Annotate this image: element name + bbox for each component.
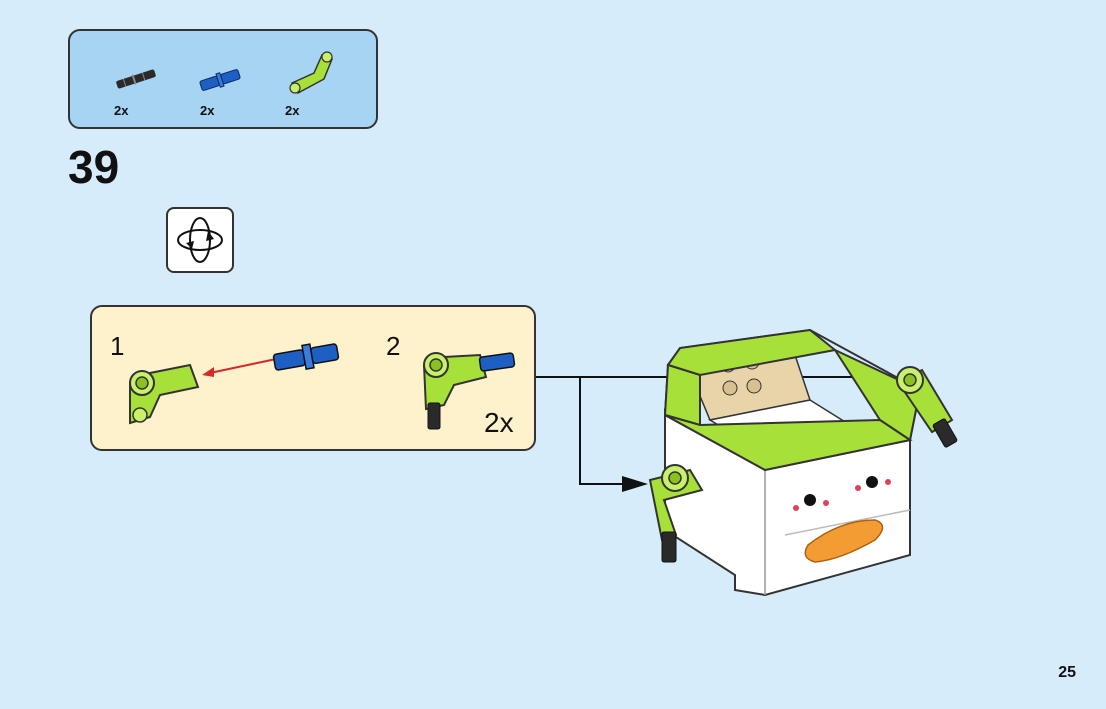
blue-axle-pin-icon bbox=[199, 69, 241, 91]
lime-angle-connector-icon bbox=[289, 51, 333, 94]
insert-arrow bbox=[202, 358, 277, 377]
part-quantity: 2x bbox=[285, 103, 300, 118]
step-number: 39 bbox=[68, 141, 120, 193]
blue-axle-pin-illustration bbox=[272, 343, 340, 371]
substep-multiplier: 2x bbox=[484, 407, 514, 438]
substep-label: 1 bbox=[110, 331, 125, 361]
substep-label: 2 bbox=[386, 331, 401, 361]
page-number: 25 bbox=[1058, 664, 1076, 681]
substep-callout: 1 2 2x bbox=[90, 305, 536, 451]
parts-list-box: 2x 2x 2x bbox=[68, 29, 378, 129]
rotate-model-icon bbox=[166, 207, 234, 273]
part-quantity: 2x bbox=[114, 103, 129, 118]
lime-connector-illustration bbox=[129, 363, 200, 425]
black-pin-icon bbox=[116, 69, 156, 89]
assembled-connector-illustration bbox=[422, 352, 516, 430]
part-quantity: 2x bbox=[200, 103, 215, 118]
model-illustration bbox=[648, 328, 958, 597]
